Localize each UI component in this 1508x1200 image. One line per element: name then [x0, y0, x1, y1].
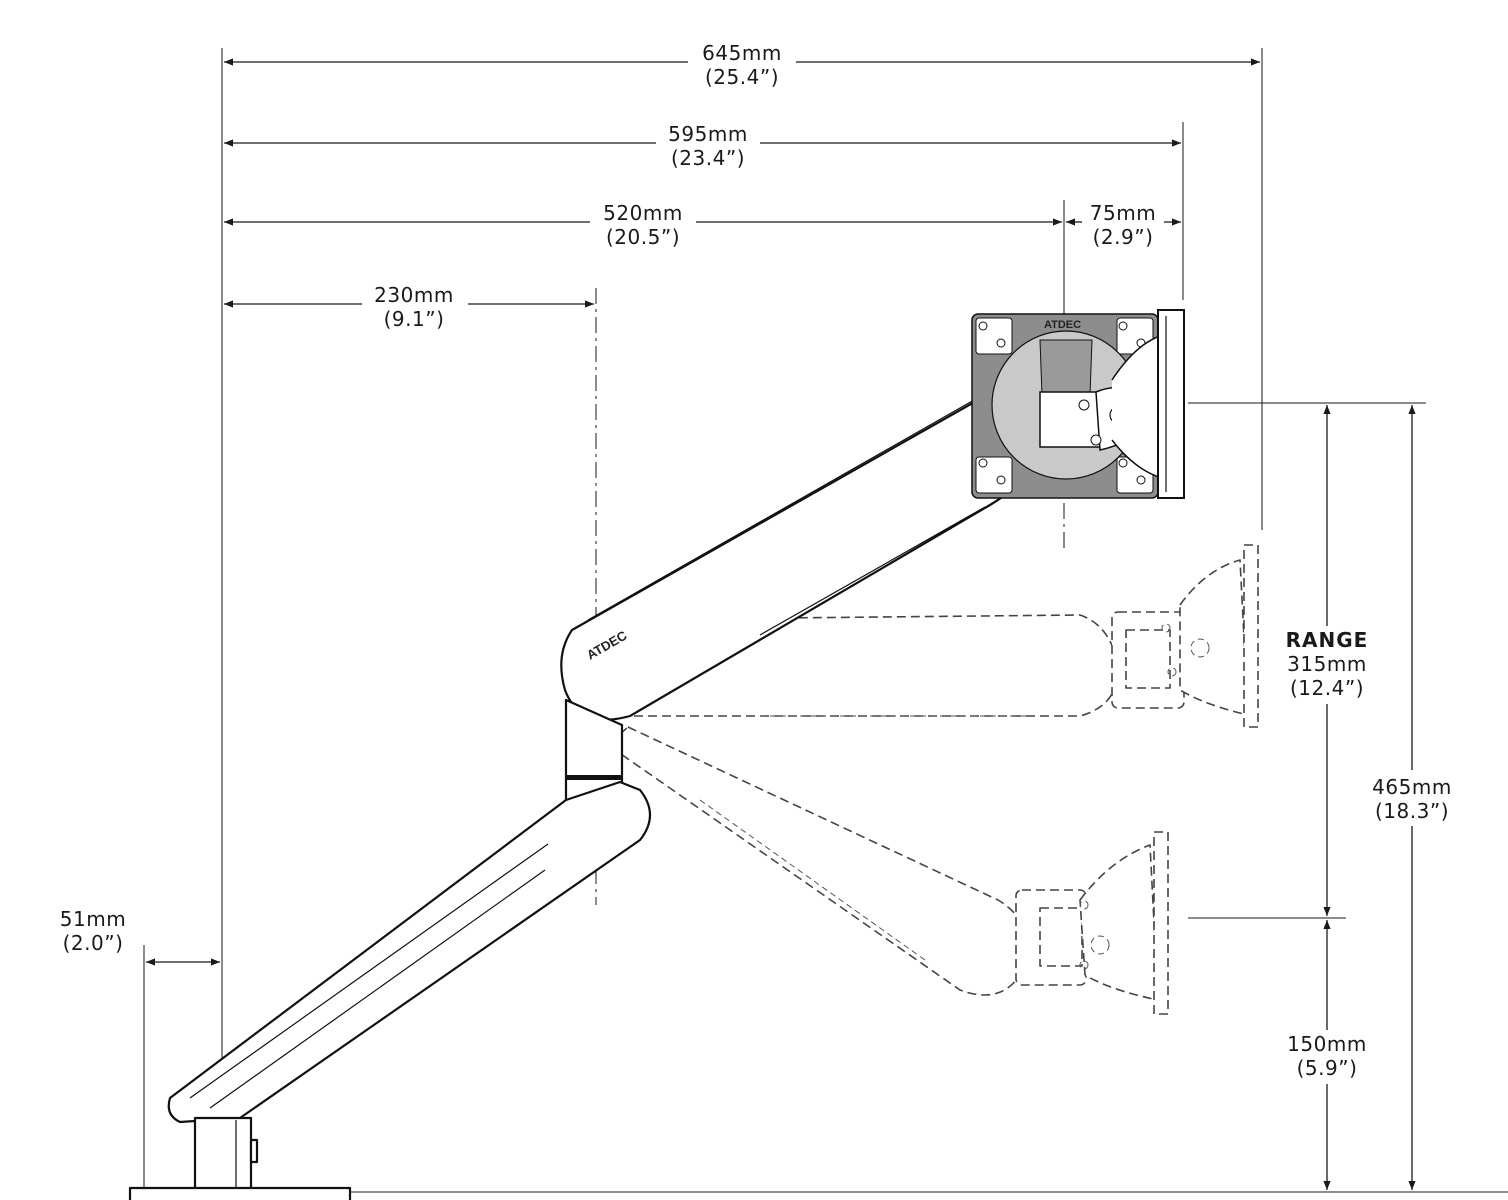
- base-offset-in: (2.0”): [63, 931, 124, 955]
- lower-arm-reach-mm: 230mm: [374, 283, 454, 307]
- upper-arm: ATDEC: [560, 391, 1043, 721]
- range-label: RANGE: [1286, 628, 1369, 652]
- head-depth-in: (2.9”): [1093, 225, 1154, 249]
- extension-lines: [143, 48, 1508, 1193]
- monitor-bracket: [1157, 309, 1185, 499]
- plate-logo: ATDEC: [1044, 319, 1081, 331]
- max-height-mm: 465mm: [1372, 775, 1452, 799]
- range-mm: 315mm: [1287, 652, 1367, 676]
- overall-reach-in: (25.4”): [705, 65, 779, 89]
- min-height-in: (5.9”): [1297, 1056, 1358, 1080]
- reach-head-face-in: (23.4”): [671, 146, 745, 170]
- monitor-head: ATDEC: [971, 309, 1185, 499]
- clamp-base: [128, 1116, 352, 1200]
- overall-reach-mm: 645mm: [702, 41, 782, 65]
- max-height-in: (18.3”): [1375, 799, 1449, 823]
- min-height-mm: 150mm: [1287, 1032, 1367, 1056]
- dimension-labels: 645mm (25.4”) 595mm (23.4”) 520mm (20.5”…: [60, 41, 1452, 1080]
- dimension-lines: [146, 58, 1416, 1190]
- reach-pivot-in: (20.5”): [606, 225, 680, 249]
- lower-arm-reach-in: (9.1”): [384, 307, 445, 331]
- range-in: (12.4”): [1290, 676, 1364, 700]
- head-depth-mm: 75mm: [1090, 201, 1156, 225]
- reach-head-face-mm: 595mm: [668, 122, 748, 146]
- base-offset-mm: 51mm: [60, 907, 126, 931]
- ghost-arm-low: [607, 726, 1169, 1015]
- lower-arm: [167, 780, 652, 1124]
- reach-pivot-mm: 520mm: [603, 201, 683, 225]
